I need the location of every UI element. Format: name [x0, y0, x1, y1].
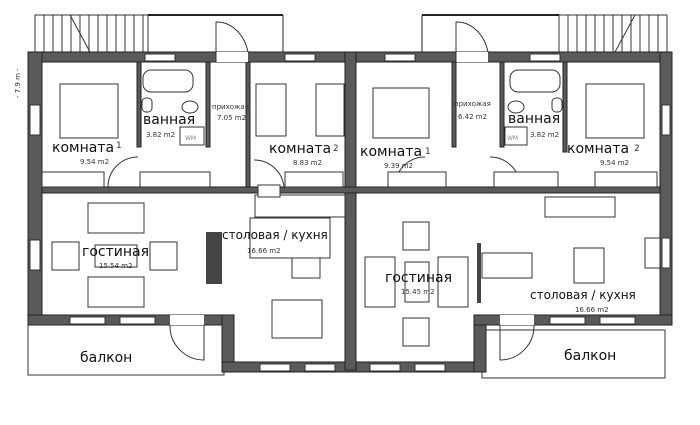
- room-number: 1: [425, 147, 431, 157]
- dimension-label: - 7.9 m -: [14, 68, 22, 98]
- room-area: 16.66 m2: [247, 247, 281, 255]
- room-number: 2: [333, 144, 339, 154]
- room-label: балкон: [80, 350, 132, 366]
- room-area: 8.83 m2: [293, 159, 322, 167]
- doors: [107, 21, 535, 361]
- room-label: комната: [269, 141, 331, 157]
- left-terrace-railing: [148, 14, 284, 52]
- room-label: столовая / кухня: [222, 228, 328, 242]
- room-label: гостиная: [82, 244, 149, 260]
- room-label: комната: [360, 144, 422, 160]
- room-area: 3.82 m2: [146, 131, 175, 139]
- room-area: 15.45 m2: [401, 288, 435, 296]
- left-stairs: [34, 14, 149, 53]
- room-area: 16.66 m2: [575, 306, 609, 314]
- room-area: 9.39 m2: [384, 162, 413, 170]
- room-area: 3.82 m2: [530, 131, 559, 139]
- room-label: столовая / кухня: [530, 288, 636, 302]
- room-label: балкон: [564, 348, 616, 364]
- right-terrace-railing: [421, 14, 559, 52]
- furniture: [41, 69, 661, 347]
- room-label: прихожая: [454, 100, 491, 108]
- room-label: комната: [52, 140, 114, 156]
- room-area: 9.54 m2: [80, 158, 109, 166]
- right-stairs: [558, 14, 668, 53]
- room-label: комната: [567, 141, 629, 157]
- washing-machine-label: WM: [185, 135, 196, 142]
- left-balcony: [27, 324, 225, 376]
- room-label: прихожая: [212, 103, 249, 111]
- right-balcony: [481, 329, 666, 379]
- room-area: 7.05 m2: [217, 114, 246, 122]
- room-area: 15.54 m2: [99, 262, 133, 270]
- room-label: ванная: [508, 111, 560, 127]
- room-number: 1: [116, 141, 122, 151]
- room-label: гостиная: [385, 270, 452, 286]
- room-number: 2: [634, 144, 640, 154]
- room-area: 9.54 m2: [600, 159, 629, 167]
- right-unit: комната 1 9.39 m2 прихожая 6.42 m2 ванна…: [360, 100, 640, 364]
- left-unit: комната 1 9.54 m2 ванная 3.82 m2 WM прих…: [52, 103, 339, 366]
- washing-machine-label: WM: [507, 135, 518, 142]
- room-area: 6.42 m2: [458, 113, 487, 121]
- room-label: ванная: [143, 112, 195, 128]
- windows: [29, 53, 671, 372]
